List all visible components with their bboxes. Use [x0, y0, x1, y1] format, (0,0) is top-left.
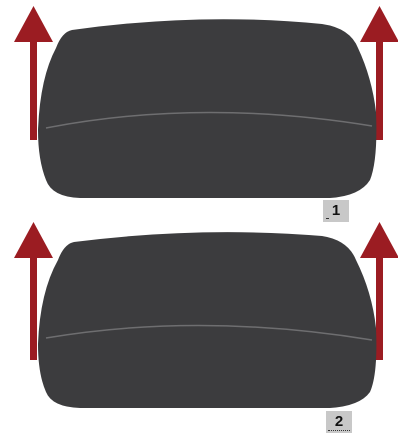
step-panel-2: 2: [0, 218, 398, 436]
step-1-illustration: [0, 0, 398, 218]
step-number-badge: 2: [326, 411, 352, 433]
headrest-cushion-icon: [38, 19, 376, 198]
step-2-illustration: [0, 218, 398, 436]
step-panel-1: 1: [0, 0, 398, 218]
headrest-cushion-icon: [38, 232, 376, 408]
